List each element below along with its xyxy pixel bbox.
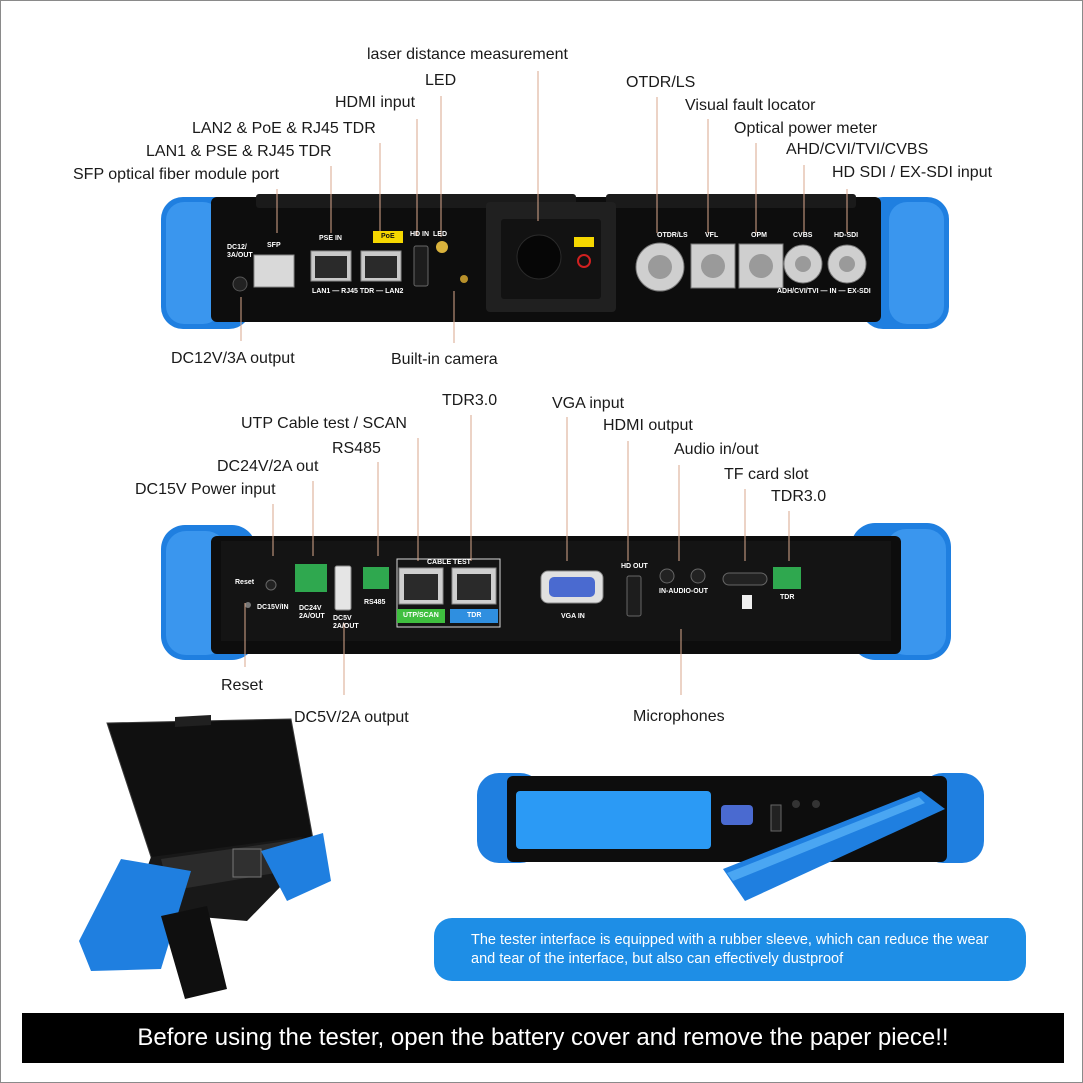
otdr-callout: OTDR/LS <box>626 74 696 91</box>
vga-in-label: VGA IN <box>561 613 585 620</box>
pse-in-label: PSE IN <box>319 235 342 242</box>
opm-port-label: OPM <box>751 232 767 239</box>
laser-callout: laser distance measurement <box>367 46 568 63</box>
microphones-callout: Microphones <box>633 708 725 725</box>
warning-banner: Before using the tester, open the batter… <box>22 1013 1064 1063</box>
hd-in-label: HD IN <box>410 231 430 238</box>
reset-port-label: Reset <box>235 579 255 586</box>
rubber-sleeve-info-text: The tester interface is equipped with a … <box>471 932 989 967</box>
vfl-callout: Visual fault locator <box>685 97 816 114</box>
ahd-callout: AHD/CVI/TVI/CVBS <box>786 141 929 158</box>
lan2-callout: LAN2 & PoE & RJ45 TDR <box>192 120 376 137</box>
adh-row-label: ADH/CVI/TVI — IN — EX-SDI <box>777 288 871 295</box>
tdr-left-callout: TDR3.0 <box>442 392 498 409</box>
vga-callout: VGA input <box>552 395 625 412</box>
sfp-port-label: SFP <box>267 242 281 249</box>
otdr-port-label: OTDR/LS <box>657 232 688 239</box>
rs485-callout: RS485 <box>332 440 381 457</box>
dc24-port-label: DC24V 2A/OUT <box>299 605 325 620</box>
hdsdi-callout: HD SDI / EX-SDI input <box>832 164 993 181</box>
sfp-callout: SFP optical fiber module port <box>73 166 280 183</box>
lan-row-label: LAN1 — RJ45 TDR — LAN2 <box>312 288 404 295</box>
dc5-port-label: DC5V 2A/OUT <box>333 615 359 630</box>
reset-callout: Reset <box>221 677 263 694</box>
opm-callout: Optical power meter <box>734 120 878 137</box>
tf-callout: TF card slot <box>724 466 809 483</box>
dc15-port-label: DC15V/IN <box>257 604 289 611</box>
led-port-label: LED <box>433 231 447 238</box>
hd-out-label: HD OUT <box>621 563 648 570</box>
bottom-device <box>161 523 951 660</box>
led-callout: LED <box>425 72 457 89</box>
tester-with-open-cover <box>79 715 331 999</box>
tdr-right-callout: TDR3.0 <box>771 488 827 505</box>
hdmi-input-callout: HDMI input <box>335 94 416 111</box>
audio-port-label: IN-AUDIO-OUT <box>659 588 708 595</box>
vfl-port-label: VFL <box>705 232 719 239</box>
poe-badge: PoE <box>381 233 395 240</box>
utp-scan-label: UTP/SCAN <box>403 612 439 619</box>
dc12-callout: DC12V/3A output <box>171 350 295 367</box>
dc12-port-label: DC12/ 3A/OUT <box>227 244 253 259</box>
dc24-callout: DC24V/2A out <box>217 458 319 475</box>
cable-test-label: CABLE TEST <box>427 559 471 566</box>
rs485-port-label: RS485 <box>364 599 386 606</box>
dc5-callout: DC5V/2A output <box>294 709 409 726</box>
audio-callout: Audio in/out <box>674 441 759 458</box>
hd-sdi-port-label: HD-SDI <box>834 232 859 239</box>
tdr-port-label: TDR <box>467 612 482 619</box>
top-leader-lines <box>240 71 848 343</box>
bottom-leader-lines <box>244 415 790 695</box>
tdr-right-port-label: TDR <box>780 594 795 601</box>
rubber-sleeve-device <box>477 773 984 901</box>
rubber-sleeve-info-box: The tester interface is equipped with a … <box>434 918 1026 981</box>
cvbs-port-label: CVBS <box>793 232 813 239</box>
dc15-callout: DC15V Power input <box>135 481 276 498</box>
camera-callout: Built-in camera <box>391 351 498 368</box>
warning-banner-text: Before using the tester, open the batter… <box>137 1024 949 1051</box>
hdmi-output-callout: HDMI output <box>603 417 693 434</box>
top-device <box>161 194 949 329</box>
lan1-callout: LAN1 & PSE & RJ45 TDR <box>146 143 332 160</box>
utp-callout: UTP Cable test / SCAN <box>241 415 407 432</box>
